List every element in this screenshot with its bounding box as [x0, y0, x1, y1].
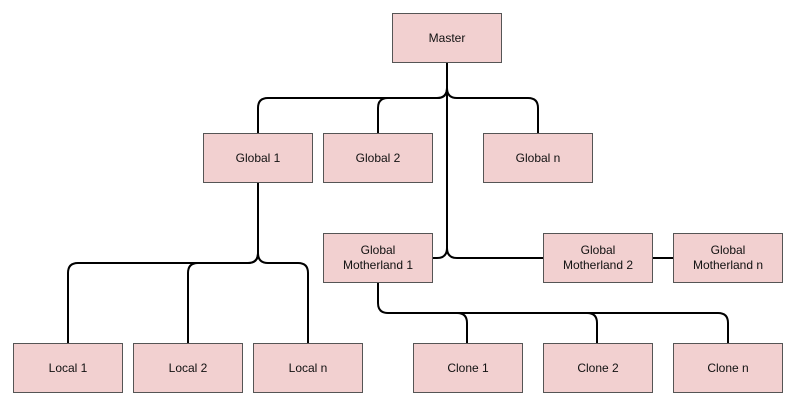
node-clone-n: Clone n: [673, 343, 783, 393]
node-global-motherland-2: Global Motherland 2: [543, 233, 653, 283]
node-global-1: Global 1: [203, 133, 313, 183]
node-global-2: Global 2: [323, 133, 433, 183]
node-local-2-label: Local 2: [168, 360, 208, 375]
connector-global-1-local-n: [257, 252, 309, 343]
node-global-n-label: Global n: [515, 150, 561, 165]
node-global-motherland-1: Global Motherland 1: [323, 233, 433, 283]
connector-motherland-1-clone-2: [388, 312, 598, 343]
node-local-2: Local 2: [133, 343, 243, 393]
node-global-motherland-1-label: Global Motherland 1: [342, 243, 414, 272]
node-global-1-label: Global 1: [235, 150, 281, 165]
node-global-2-label: Global 2: [355, 150, 401, 165]
node-clone-2: Clone 2: [543, 343, 653, 393]
node-local-1-label: Local 1: [48, 360, 88, 375]
connector-global-1-local-2: [187, 252, 259, 343]
connector-motherland-1-clone-n: [587, 312, 729, 343]
connector-trunk-motherland-1: [433, 247, 448, 259]
connector-master-global-2: [377, 87, 448, 133]
node-master: Master: [392, 13, 502, 63]
node-local-1: Local 1: [13, 343, 123, 393]
node-clone-1-label: Clone 1: [447, 360, 489, 375]
node-local-n: Local n: [253, 343, 363, 393]
node-clone-1: Clone 1: [413, 343, 523, 393]
connector-master-global-n: [446, 87, 539, 133]
node-global-motherland-n: Global Motherland n: [673, 233, 783, 283]
node-master-label: Master: [428, 30, 466, 45]
node-clone-2-label: Clone 2: [577, 360, 619, 375]
node-global-n: Global n: [483, 133, 593, 183]
node-global-motherland-2-label: Global Motherland 2: [562, 243, 634, 272]
node-global-motherland-n-label: Global Motherland n: [692, 243, 764, 272]
node-clone-n-label: Clone n: [707, 360, 749, 375]
node-local-n-label: Local n: [288, 360, 328, 375]
